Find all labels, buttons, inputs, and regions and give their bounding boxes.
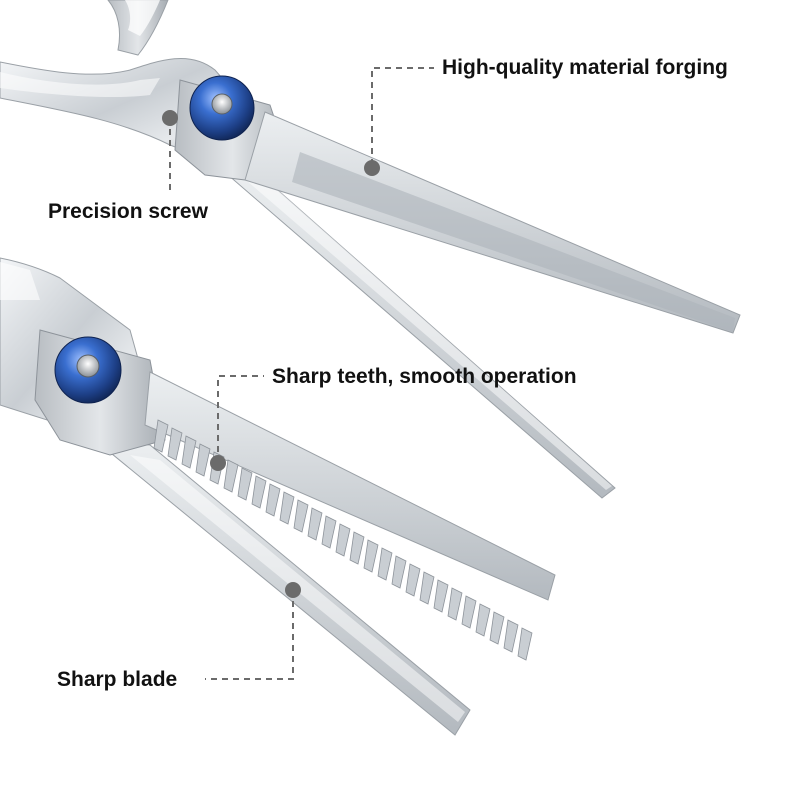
blade-teeth <box>153 419 533 661</box>
callout-forging-label: High-quality material forging <box>442 56 728 79</box>
marker-teeth <box>210 455 226 471</box>
marker-blade <box>285 582 301 598</box>
marker-screw <box>162 110 178 126</box>
callout-leaders <box>169 67 434 680</box>
callout-markers <box>162 110 380 598</box>
callout-blade-label: Sharp blade <box>57 668 178 691</box>
thinning-scissors <box>0 257 556 736</box>
marker-forging <box>364 160 380 176</box>
leader-forging <box>371 67 434 165</box>
leader-blade <box>205 590 294 680</box>
callout-screw-label: Precision screw <box>48 200 208 223</box>
callout-teeth-label: Sharp teeth, smooth operation <box>272 365 577 388</box>
